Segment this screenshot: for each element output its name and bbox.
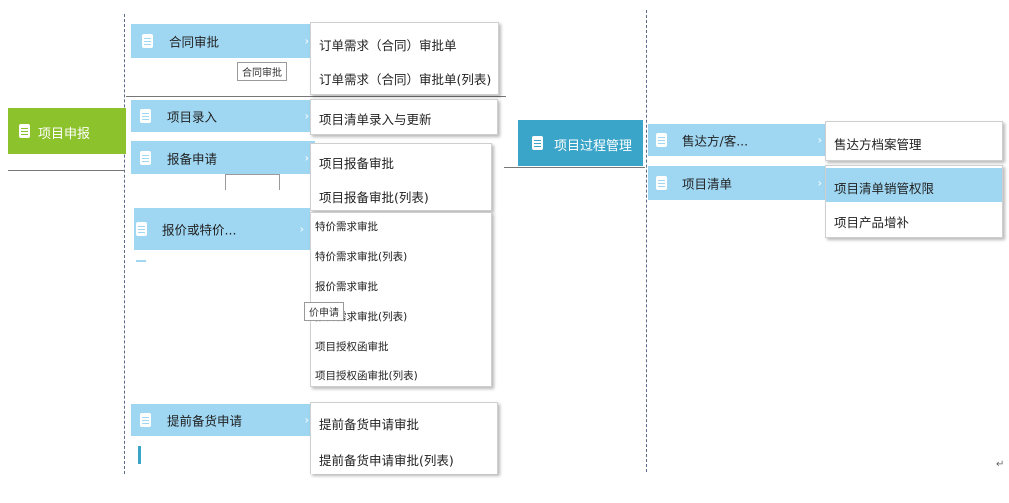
submenu-item[interactable]: 特价需求审批(列表) [315, 251, 408, 263]
submenu-item[interactable]: 提前备货申请审批 [319, 417, 420, 432]
document-icon [140, 151, 151, 165]
chevron-right-icon: › [304, 109, 309, 123]
document-icon [142, 34, 153, 48]
menu-label: 提前备货申请 [167, 413, 243, 429]
document-icon [656, 133, 667, 147]
menu-label: 售达方/客... [682, 133, 749, 149]
root-project-application[interactable]: 项目申报 [8, 108, 126, 154]
submenu-item[interactable]: 订单需求（合同）审批单(列表) [319, 72, 492, 87]
left-divider [124, 14, 125, 474]
menu-project-list[interactable]: 项目清单 › [648, 166, 828, 200]
submenu-item[interactable]: 项目清单录入与更新 [319, 112, 432, 127]
submenu-report: 项目报备审批 项目报备审批(列表) [310, 143, 492, 211]
chevron-right-icon: › [817, 176, 822, 190]
menu-label: 项目清单 [682, 176, 733, 192]
submenu-item[interactable]: 项目报备审批(列表) [319, 190, 429, 205]
document-icon [656, 176, 667, 190]
root-label: 项目过程管理 [554, 139, 633, 154]
left-root-line [8, 170, 125, 171]
line-marker [138, 446, 141, 464]
submenu-item[interactable]: 特价需求审批 [315, 221, 378, 233]
menu-seller-customer[interactable]: 售达方/客... › [648, 124, 828, 156]
submenu-item[interactable]: 提前备货申请审批(列表) [319, 453, 454, 468]
tooltip-quote: 价申请 [304, 302, 344, 321]
chevron-right-icon: › [304, 413, 309, 427]
document-icon [136, 222, 147, 236]
submenu-seller: 售达方档案管理 [825, 121, 1003, 161]
document-icon [140, 413, 151, 427]
menu-label: 报价或特价... [162, 222, 237, 238]
right-divider [646, 10, 647, 472]
document-icon [140, 109, 151, 123]
chevron-right-icon: › [304, 151, 309, 164]
submenu-item[interactable]: 项目报备审批 [319, 156, 395, 171]
submenu-item[interactable]: 报价需求审批 [315, 281, 378, 293]
chevron-right-icon: › [299, 222, 304, 236]
line-marker [136, 260, 146, 262]
right-root-line [504, 167, 645, 168]
left-top-line [126, 96, 506, 97]
menu-label: 项目录入 [167, 109, 218, 125]
submenu-contract: 订单需求（合同）审批单 订单需求（合同）审批单(列表) [310, 22, 499, 95]
submenu-quote: 特价需求审批 特价需求审批(列表) 报价需求审批 报价需求审批(列表) 项目授权… [310, 212, 492, 387]
menu-project-entry[interactable]: 项目录入 › [131, 100, 315, 132]
menu-report-apply[interactable]: 报备申请 › [131, 141, 315, 174]
chevron-right-icon: › [817, 133, 822, 147]
menu-advance-stock[interactable]: 提前备货申请 › [131, 404, 315, 436]
return-arrow-icon: ↵ [996, 459, 1005, 470]
tooltip-remnant [225, 174, 280, 190]
menu-label: 报备申请 [167, 151, 218, 166]
root-label: 项目申报 [38, 127, 91, 142]
document-icon [532, 136, 543, 150]
submenu-item[interactable]: 项目授权函审批 [315, 341, 389, 353]
submenu-highlight [826, 168, 1002, 202]
submenu-advance-stock: 提前备货申请审批 提前备货申请审批(列表) [310, 402, 498, 474]
submenu-item[interactable]: 项目清单销管权限 [834, 181, 935, 196]
submenu-item[interactable]: 项目授权函审批(列表) [315, 370, 418, 382]
submenu-project-list: 项目清单销管权限 项目产品增补 [825, 165, 1003, 238]
root-project-process[interactable]: 项目过程管理 [518, 120, 643, 166]
submenu-item[interactable]: 订单需求（合同）审批单 [319, 38, 457, 53]
submenu-item[interactable]: 项目产品增补 [834, 215, 910, 230]
submenu-item[interactable]: 售达方档案管理 [834, 137, 922, 152]
menu-contract-approval[interactable]: 合同审批 › [131, 24, 315, 58]
document-icon [19, 124, 30, 138]
menu-label: 合同审批 [169, 34, 220, 50]
submenu-project-entry: 项目清单录入与更新 [310, 99, 498, 135]
menu-quote-special-price[interactable]: 报价或特价... › [134, 208, 310, 250]
chevron-right-icon: › [304, 34, 309, 48]
tooltip-contract: 合同审批 [237, 62, 287, 81]
